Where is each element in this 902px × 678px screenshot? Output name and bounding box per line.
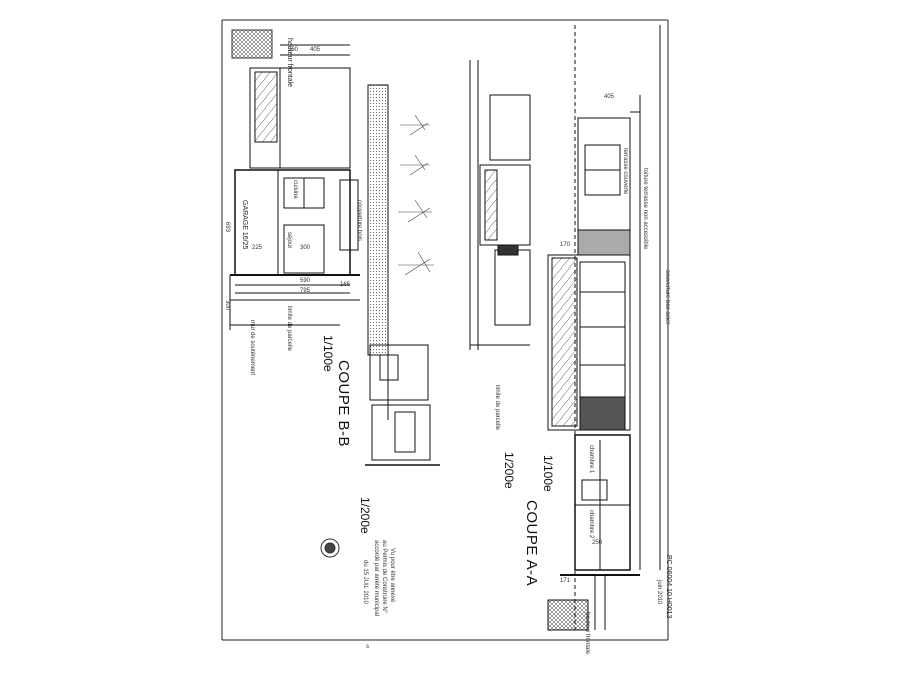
aa-dim-170: 170: [560, 242, 571, 248]
stamp-line2: au Permis de Construire N°: [381, 540, 387, 614]
stamp-line1: Vu pour être annexé: [389, 548, 395, 603]
bb-hauteur-frontale: hauteur frontale: [286, 38, 293, 88]
aa-chambre2: chambre 2: [588, 510, 594, 539]
aa-dim-250: 250: [592, 540, 603, 546]
reference-number: PC 06004 10 H0013: [665, 555, 672, 619]
section-bb-scale-small: 1/200e: [358, 497, 372, 534]
aa-limite: limite de parcelle: [494, 385, 500, 431]
trees: [398, 114, 434, 276]
reference-date: juin 2010: [656, 580, 662, 605]
approval-stamp-seal: [320, 538, 340, 558]
section-bb-building: [229, 29, 360, 330]
section-aa-scale-small: 1/200e: [502, 452, 516, 489]
bb-dim-300b: 300: [224, 300, 230, 311]
aa-dim-171: 171: [560, 578, 571, 584]
bb-dim-795: 795: [300, 288, 311, 294]
svg-text:s: s: [366, 644, 369, 650]
bb-garage: GARAGE 16/25: [241, 200, 248, 250]
stamp-line3: accordé par arrêté municipal: [373, 540, 379, 617]
bb-dim-360: 360: [288, 47, 299, 53]
aa-dim-405: 405: [604, 94, 615, 100]
bb-mur-soutenement: mur de soutènement: [249, 320, 255, 376]
section-bb-scale-main: 1/100e: [321, 335, 335, 372]
bb-cuisine: cuisine: [292, 180, 298, 199]
section-aa-small: [469, 60, 531, 350]
aa-chambre1: chambre 1: [588, 445, 594, 474]
sheet-frame: [221, 19, 669, 641]
section-bb-small: [365, 344, 440, 466]
section-aa-main: [547, 25, 661, 631]
aa-toiture-terrasse: toiture terrasse non accessible: [642, 168, 648, 250]
aa-hauteur-frontale: hauteur frontale: [584, 612, 590, 655]
bb-couverture: couverture bois: [356, 200, 362, 242]
aa-couverture-bac: couverture bac acier: [664, 270, 670, 325]
section-bb-title: COUPE B-B: [335, 360, 352, 448]
section-bb-wall: [367, 84, 389, 420]
stamp-line4: du 15 JUIL 2010: [362, 560, 368, 604]
bb-dim-225: 225: [252, 245, 263, 251]
section-aa-title: COUPE A-A: [523, 500, 540, 587]
bb-dim-405: 405: [310, 47, 321, 53]
bb-dim-693: 693: [224, 222, 230, 233]
bb-dim-300: 300: [300, 245, 311, 251]
aa-terrasse-couverte: terrasse couverte: [622, 148, 628, 195]
bb-dim-590: 590: [300, 278, 311, 284]
bb-sejour: séjour: [286, 232, 292, 249]
bb-dim-165: 165: [340, 282, 351, 288]
section-aa-scale-main: 1/100e: [541, 455, 555, 492]
bb-limite-parcelle: limite de parcelle: [286, 306, 292, 352]
